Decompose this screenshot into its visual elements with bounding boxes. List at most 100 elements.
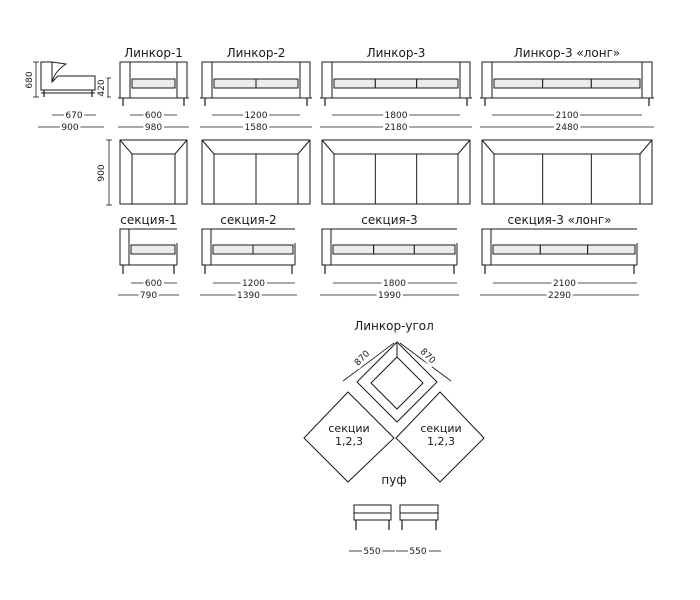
- linkor-seat-cushion: [333, 78, 376, 89]
- linkor-item: Линкор-1 600 980: [118, 46, 189, 133]
- linkor-seat-cushion: [590, 78, 641, 89]
- plan-bevel: [321, 139, 335, 155]
- linkor-title: Линкор-3: [367, 46, 426, 60]
- plan-bevel: [201, 139, 215, 155]
- pouf-group: пуф 550 550: [349, 473, 441, 557]
- dim-label-backing: [416, 345, 439, 368]
- dim-seat-height-label: 420: [97, 79, 107, 96]
- linkor-seat-cushion: [255, 78, 299, 89]
- section-seat-cushion: [252, 244, 294, 255]
- dim-label-backing: [143, 123, 164, 133]
- dim-depth-label: 670: [65, 111, 82, 121]
- dim-label-backing: [97, 77, 107, 99]
- plan-item: [119, 139, 188, 205]
- dim-label-backing: [351, 347, 374, 370]
- dim-label-backing: [240, 279, 267, 289]
- dim-label-backing: [138, 291, 159, 301]
- dim-label-backing: [381, 279, 408, 289]
- section-front-views: секция-1 600 790 секция-2 1200 1390 секция-3 18…: [118, 213, 639, 301]
- section-total-dim: 1990: [378, 291, 401, 301]
- section-seat-dim: 2100: [553, 279, 576, 289]
- dim-label-backing: [407, 547, 429, 557]
- dim-total-label: 900: [61, 123, 78, 133]
- dim-label-backing: [383, 123, 410, 133]
- plan-bevel: [481, 139, 495, 155]
- dim-label-backing: [376, 291, 403, 301]
- linkor-total-dim: 1580: [245, 123, 268, 133]
- section-seat-cushion: [492, 244, 541, 255]
- section-title: секция-1: [120, 213, 176, 227]
- corner-dim-left-line: [342, 342, 395, 382]
- dim-label-backing: [546, 291, 573, 301]
- plan-outline: [119, 139, 188, 205]
- section-seat-cushion: [413, 244, 456, 255]
- corner-title: Линкор-угол: [354, 319, 434, 333]
- linkor-seat-cushion: [131, 78, 176, 89]
- linkor-seat-dim: 1800: [385, 111, 408, 121]
- section-seat-dim: 600: [145, 279, 162, 289]
- corner-seat: [370, 356, 424, 410]
- linkor-total-dim: 2180: [385, 123, 408, 133]
- section-body: [119, 228, 177, 266]
- linkor-seat-cushion: [213, 78, 257, 89]
- plan-item: [201, 139, 311, 205]
- dim-label-backing: [243, 123, 270, 133]
- plan-item: [321, 139, 471, 205]
- linkor-seat-dim: 1200: [245, 111, 268, 121]
- plan-views: [119, 139, 653, 205]
- linkor-title: Линкор-1: [124, 46, 183, 60]
- dim-label-backing: [59, 123, 81, 133]
- plan-depth-dim: 900: [97, 139, 112, 206]
- section-seat-cushion: [539, 244, 589, 255]
- corner-right-section: [395, 391, 485, 483]
- section-title: секция-3 «лонг»: [507, 213, 611, 227]
- section-seat-dim: 1200: [242, 279, 265, 289]
- linkor-title: Линкор-3 «лонг»: [514, 46, 621, 60]
- corner-dim-right-line: [399, 342, 452, 382]
- section-body: [201, 228, 295, 266]
- dim-label-backing: [25, 69, 35, 91]
- linkor-item: Линкор-3 1800 2180: [320, 46, 472, 133]
- plan-outline: [481, 139, 653, 205]
- linkor-seat-cushion: [493, 78, 544, 89]
- section-seat-dim: 1800: [383, 279, 406, 289]
- side-profile-curve: [51, 61, 68, 83]
- corner-left-label-line1: секции: [328, 422, 369, 435]
- corner-right-label-line1: секции: [420, 422, 461, 435]
- plan-bevel: [119, 139, 133, 155]
- pouf-title: пуф: [381, 473, 406, 487]
- plan-seat-area: [213, 153, 299, 205]
- section-item: секция-2 1200 1390: [200, 213, 297, 301]
- plan-bevel: [174, 139, 188, 155]
- section-body: [481, 228, 637, 266]
- linkor-seat-cushion: [542, 78, 592, 89]
- plan-bevel: [297, 139, 311, 155]
- plan-depth-label: 900: [97, 164, 107, 181]
- dim-label-backing: [551, 279, 578, 289]
- pouf-dim-2: 550: [409, 547, 426, 557]
- section-title: секция-3: [361, 213, 417, 227]
- plan-bevel: [457, 139, 471, 155]
- side-profile-body: [40, 61, 96, 91]
- section-total-dim: 1390: [237, 291, 260, 301]
- section-item: секция-3 1800 1990: [320, 213, 459, 301]
- section-seat-cushion: [130, 244, 176, 255]
- corner-group: Линкор-угол 870 870 секции 1,2,3 секции …: [303, 319, 485, 483]
- dim-height-label: 680: [25, 71, 35, 88]
- section-seat-cushion: [373, 244, 415, 255]
- linkor-total-dim: 980: [145, 123, 162, 133]
- section-title: секция-2: [220, 213, 276, 227]
- plan-outline: [321, 139, 471, 205]
- section-seat-cushion: [332, 244, 375, 255]
- section-item: секция-1 600 790: [118, 213, 179, 301]
- linkor-title: Линкор-2: [227, 46, 286, 60]
- section-total-dim: 790: [140, 291, 157, 301]
- corner-left-section: [303, 391, 395, 483]
- dim-label-backing: [554, 111, 581, 121]
- linkor-total-dim: 2480: [556, 123, 579, 133]
- section-seat-cushion: [587, 244, 636, 255]
- linkor-seat-dim: 600: [145, 111, 162, 121]
- linkor-seat-cushion: [374, 78, 418, 89]
- dim-label-backing: [97, 162, 107, 184]
